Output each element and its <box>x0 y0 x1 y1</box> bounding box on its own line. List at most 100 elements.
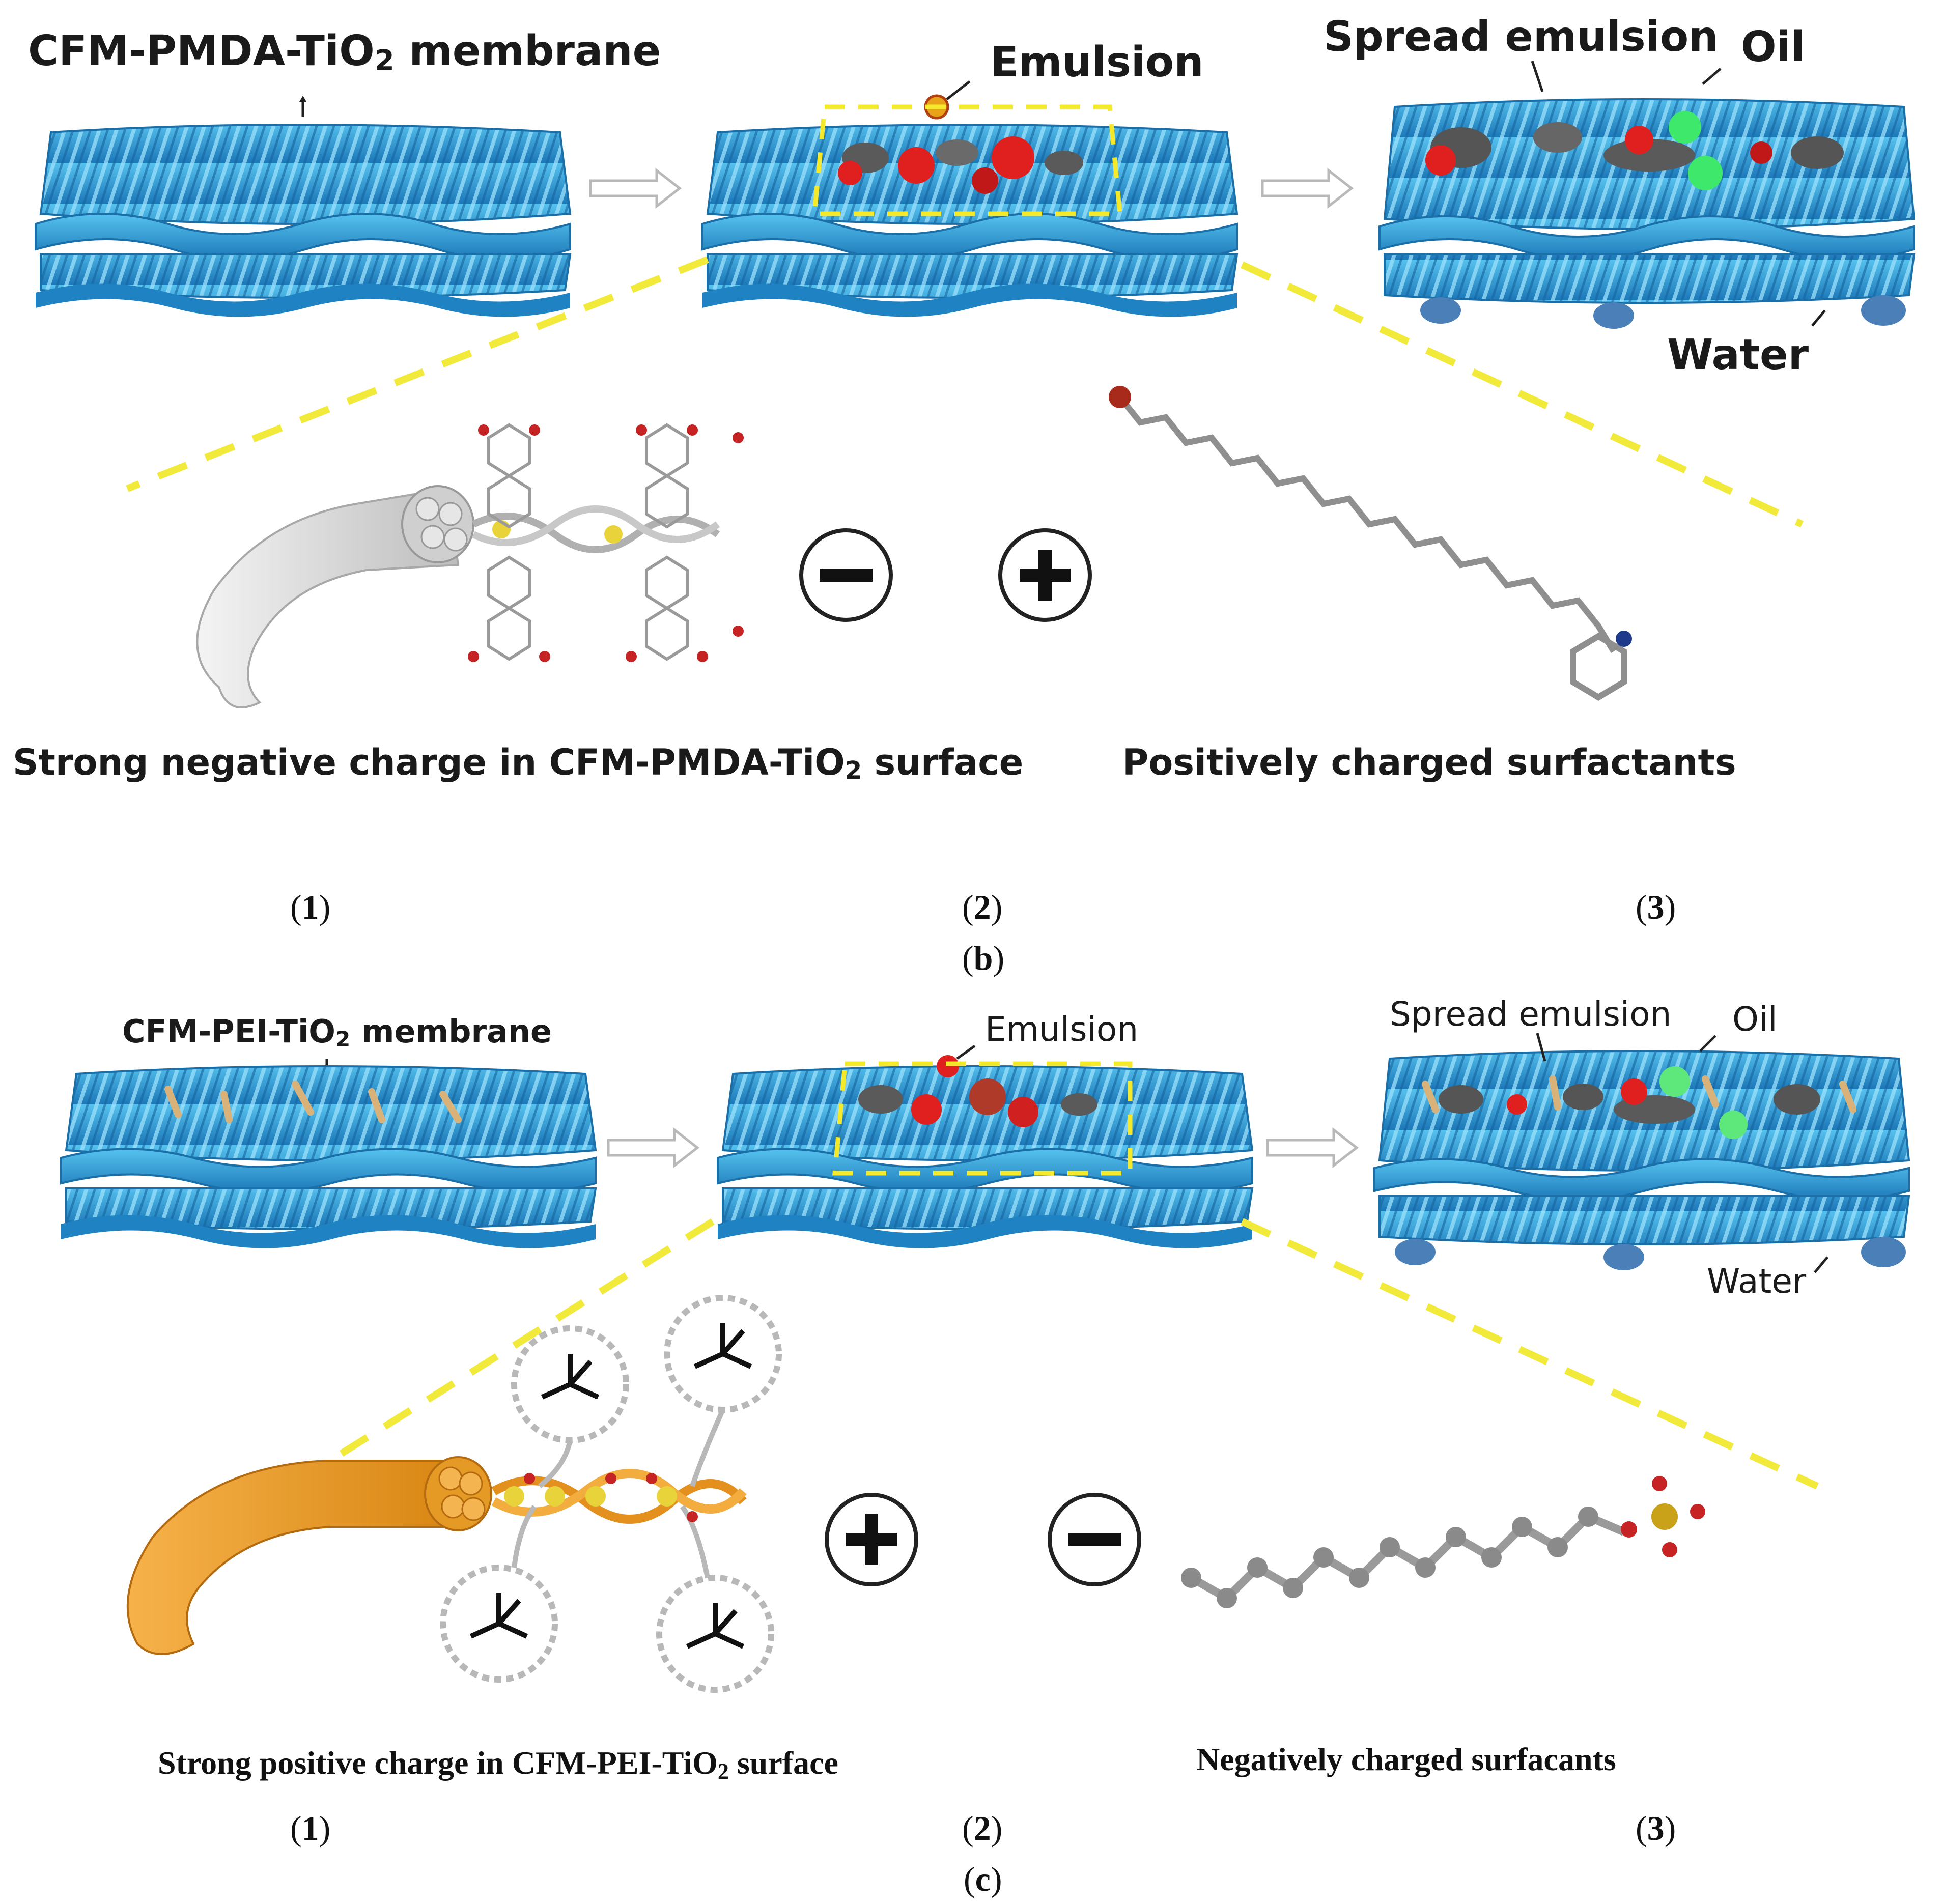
process-arrow-icon <box>1266 1127 1359 1169</box>
left-caption-c: Strong positive charge in CFM-PEI-TiO2 s… <box>158 1745 838 1784</box>
membrane-top-layer <box>39 124 572 225</box>
pointer-arrowhead <box>299 96 306 102</box>
emulsion-label-b: Emulsion <box>990 38 1204 87</box>
membrane-b1 <box>35 124 572 317</box>
membrane-c1 <box>60 1065 597 1248</box>
step-label-3-b: (3) <box>1636 888 1676 926</box>
emulsion-droplet <box>1750 141 1772 164</box>
spread-droplet <box>1045 151 1083 175</box>
membrane-top-layer <box>65 1065 597 1161</box>
emulsion-droplet <box>1507 1094 1527 1115</box>
oil-droplet <box>1659 1066 1690 1097</box>
membrane-base-wave <box>702 283 1237 317</box>
emulsion-label-c: Emulsion <box>985 1010 1138 1049</box>
zoom-line-right-b <box>1241 261 1804 528</box>
emulsion-droplet <box>1008 1097 1038 1127</box>
emulsion-droplet <box>1621 1078 1647 1105</box>
right-caption-c: Negatively charged surfacants <box>1196 1741 1616 1777</box>
emulsion-droplet <box>992 136 1034 179</box>
membrane-base-wave <box>61 1215 596 1248</box>
step-label-2-c: (2) <box>962 1809 1002 1848</box>
fiber-bundle-b <box>196 485 720 708</box>
spread-droplet <box>1791 136 1844 169</box>
water-pointer <box>1811 309 1826 327</box>
water-drop <box>1861 295 1906 326</box>
water-drop <box>1593 302 1634 329</box>
step-label-1-b: (1) <box>290 888 330 926</box>
membrane-base-wave <box>718 1215 1252 1248</box>
membrane-top-layer <box>706 124 1239 225</box>
spread-droplet <box>1563 1084 1603 1110</box>
emulsion-droplet <box>972 167 998 194</box>
circle-minus-icon <box>1048 1493 1141 1586</box>
emulsion-droplet-callout <box>937 1055 959 1077</box>
emulsion-droplet <box>1625 126 1653 154</box>
membrane-base-wave <box>36 283 570 317</box>
spread-droplet <box>1774 1084 1820 1115</box>
spread-droplet <box>936 139 978 166</box>
oil-droplet <box>1688 156 1723 190</box>
oil-pointer <box>1699 1035 1716 1052</box>
oil-droplet <box>1719 1111 1748 1139</box>
spread-droplet <box>858 1085 903 1114</box>
panel-label-b: (b) <box>962 939 1004 977</box>
oil-pointer <box>1702 68 1722 85</box>
membrane-bottom-layer <box>1378 1195 1910 1245</box>
right-caption-b: Positively charged surfactants <box>1122 742 1736 783</box>
step-label-1-c: (1) <box>290 1809 330 1848</box>
water-label-b: Water <box>1667 331 1809 379</box>
panel-label-c: (c) <box>964 1860 1002 1898</box>
spread-droplet <box>1439 1085 1483 1114</box>
water-drop <box>1603 1244 1644 1270</box>
process-arrow-icon <box>589 167 682 209</box>
fiber-bundle-c <box>126 1456 747 1655</box>
cationic-surfactant-molecule <box>1109 386 1632 701</box>
pmda-molecule <box>487 423 689 661</box>
circle-plus-icon <box>998 528 1092 622</box>
emulsion-droplet <box>911 1094 942 1125</box>
spread-droplet <box>1533 122 1582 153</box>
emulsion-droplet <box>969 1078 1006 1115</box>
zoom-line-left-b <box>126 256 709 492</box>
membrane-label-c: CFM-PEI-TiO2 membrane <box>122 1013 552 1052</box>
emulsion-pointer <box>956 1044 976 1060</box>
water-pointer <box>1814 1256 1828 1273</box>
circle-minus-icon <box>799 528 893 622</box>
pei-dendrimer <box>440 1295 782 1693</box>
panel-b: CFM-PMDA-TiO2 membrane Emulsion <box>13 13 1916 977</box>
emulsion-droplet <box>838 161 862 185</box>
panel-c: CFM-PEI-TiO2 membrane <box>60 994 1910 1898</box>
spread-droplet <box>1603 139 1695 172</box>
circle-plus-icon <box>825 1493 918 1586</box>
emulsion-droplet <box>1425 145 1456 176</box>
oil-label-b: Oil <box>1741 23 1805 71</box>
process-arrow-icon <box>1261 167 1354 209</box>
anionic-surfactant-molecule <box>1181 1476 1705 1608</box>
step-label-2-b: (2) <box>962 888 1002 926</box>
water-drop <box>1395 1239 1436 1265</box>
process-arrow-icon <box>607 1127 700 1169</box>
left-caption-b: Strong negative charge in CFM-PMDA-TiO2 … <box>13 742 1023 785</box>
spread-pointer <box>1531 61 1544 92</box>
zoom-line-right-c <box>1241 1218 1819 1490</box>
membrane-label-b: CFM-PMDA-TiO2 membrane <box>28 27 661 77</box>
step-label-3-c: (3) <box>1636 1809 1676 1848</box>
oxygen-atoms <box>468 424 744 662</box>
spread-droplet <box>1061 1093 1097 1116</box>
pei-rods <box>164 1081 462 1123</box>
membrane-b2 <box>701 124 1239 317</box>
membrane-bottom-layer <box>1384 253 1916 304</box>
spread-pointer <box>1536 1033 1546 1062</box>
spread-emulsion-label-c: Spread emulsion <box>1390 994 1671 1034</box>
water-label-c: Water <box>1707 1262 1807 1301</box>
water-drop <box>1861 1237 1906 1267</box>
membrane-c3 <box>1373 1050 1910 1270</box>
membrane-b3 <box>1378 98 1916 329</box>
emulsion-pointer <box>946 80 971 100</box>
oil-label-c: Oil <box>1732 1000 1778 1039</box>
oil-droplet <box>1669 111 1701 144</box>
water-drop <box>1420 297 1461 324</box>
emulsion-droplet <box>898 147 935 184</box>
spread-emulsion-label-b: Spread emulsion <box>1324 13 1719 61</box>
